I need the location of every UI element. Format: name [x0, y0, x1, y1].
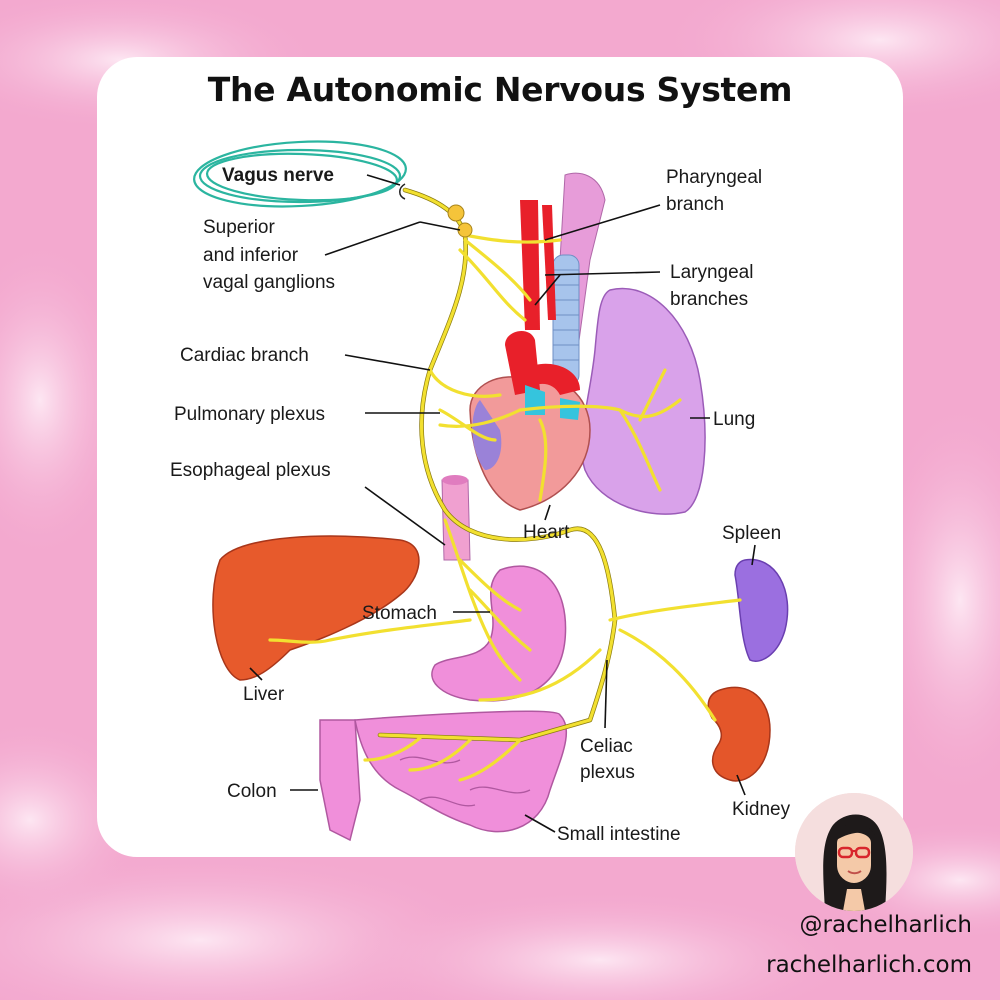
- heart: [469, 330, 591, 511]
- kidney: [707, 686, 771, 782]
- label-celiac-line2: plexus: [580, 762, 635, 783]
- label-liver: Liver: [243, 684, 285, 705]
- avatar-illustration: [795, 793, 913, 911]
- social-handle[interactable]: @rachelharlich: [799, 912, 972, 938]
- carotid-arteries: [520, 200, 556, 330]
- label-small-intestine: Small intestine: [557, 824, 681, 845]
- spleen: [734, 558, 789, 662]
- nerve-cut-end: [399, 183, 406, 200]
- label-colon: Colon: [227, 781, 277, 802]
- label-laryngeal-line2: branches: [670, 289, 748, 310]
- label-heart: Heart: [523, 522, 570, 543]
- vagus-nerve-branches: [268, 187, 742, 782]
- label-leaders: [249, 174, 756, 833]
- label-vagal-ganglia-line2: and inferior: [203, 245, 299, 266]
- label-stomach: Stomach: [362, 603, 437, 624]
- label-celiac-line1: Celiac: [580, 736, 633, 757]
- label-esophageal-plexus: Esophageal plexus: [170, 460, 331, 481]
- label-vagal-ganglia-line1: Superior: [203, 217, 275, 238]
- website-link[interactable]: rachelharlich.com: [766, 952, 972, 978]
- label-spleen: Spleen: [722, 523, 781, 544]
- liver: [212, 535, 420, 681]
- label-vagus-nerve: Vagus nerve: [222, 165, 334, 186]
- intestines: [319, 710, 568, 842]
- stomach: [431, 565, 567, 702]
- highlight-circle: [193, 140, 407, 208]
- label-pharyngeal-line1: Pharyngeal: [666, 167, 762, 188]
- superior-vagal-ganglion: [447, 204, 465, 222]
- label-pharyngeal-line2: branch: [666, 194, 724, 215]
- lung: [580, 287, 706, 515]
- label-pulmonary-plexus: Pulmonary plexus: [174, 404, 325, 425]
- inferior-vagal-ganglion: [457, 222, 473, 238]
- label-kidney: Kidney: [732, 799, 791, 820]
- avatar: [795, 793, 913, 911]
- label-cardiac-branch: Cardiac branch: [180, 345, 309, 366]
- label-laryngeal-line1: Laryngeal: [670, 262, 753, 283]
- label-vagal-ganglia-line3: vagal ganglions: [203, 272, 335, 293]
- page-title: The Autonomic Nervous System: [207, 70, 793, 109]
- label-lung: Lung: [713, 409, 755, 430]
